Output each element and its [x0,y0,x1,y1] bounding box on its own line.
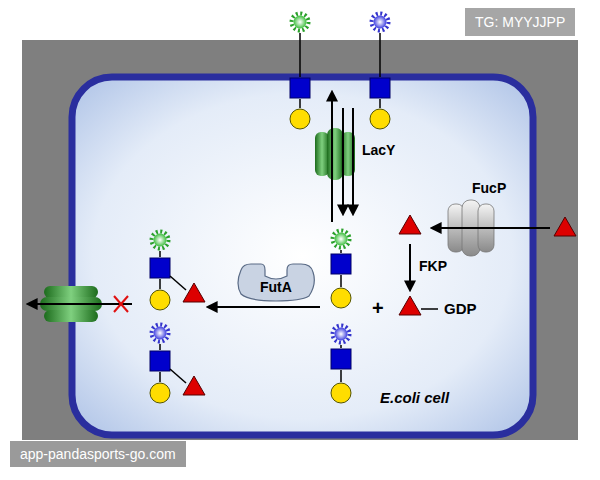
watermark: app-pandasports-go.com [10,441,186,467]
enzyme-name: FutA [260,279,292,295]
cell-name: E.coli cell [380,389,449,406]
watermark: TG: MYYJJPP [465,8,575,36]
cell-membrane: E.coli cell FutA [70,75,535,437]
plus-sign: + [372,297,384,320]
enzyme-label: FKP [419,258,447,274]
enzyme-shape: FutA [235,262,317,302]
transporter-label: FucP [472,180,506,196]
molecule-label: GDP [444,300,477,317]
transporter-label: LacY [362,142,395,158]
